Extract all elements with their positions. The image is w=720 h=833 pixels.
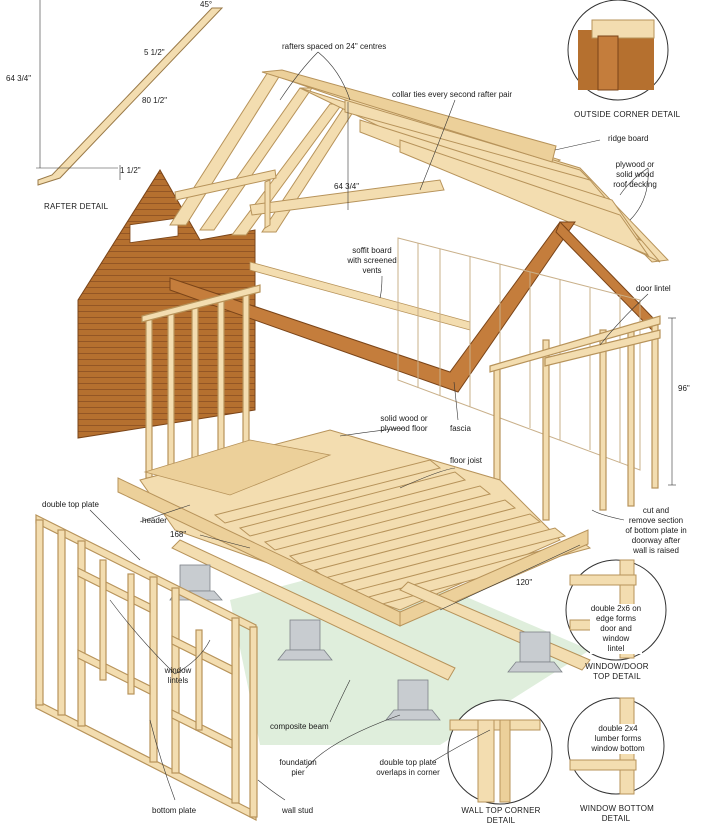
gable-vent-opening [129, 217, 179, 244]
wb-line-1: double 2x4 [598, 724, 638, 733]
cut-remove-label: cut and remove section of bottom plate i… [620, 506, 692, 556]
soffit-line-2: with screened [347, 256, 397, 265]
roof-decking-label: plywood or solid wood roof decking [605, 160, 665, 190]
solid-floor-line-1: solid wood or [380, 414, 428, 423]
window-lintels-line-2: lintels [167, 676, 189, 685]
wd-caption-line-2: TOP DETAIL [593, 672, 641, 681]
rafter-detail-caption: RAFTER DETAIL [44, 202, 109, 211]
width-dim: 120" [516, 578, 533, 587]
cut-line-1: cut and [642, 506, 670, 515]
wall-top-corner-detail [447, 699, 553, 805]
wd-top-line-1: double 2x6 on [590, 604, 642, 613]
bottom-plate-label: bottom plate [152, 806, 197, 815]
wd-top-line-5: lintel [607, 644, 625, 653]
collar-height-dim: 64 3/4" [334, 182, 360, 191]
composite-beam-front [171, 539, 456, 681]
collar-ties-label: collar ties every second rafter pair [392, 90, 513, 99]
composite-beam-label: composite beam [270, 722, 329, 731]
fascia-label: fascia [450, 424, 471, 433]
rafters-spaced-label: rafters spaced on 24" centres [282, 42, 387, 51]
soffit-line-1: soffit board [352, 246, 392, 255]
wall-height-dim: 96" [678, 384, 690, 393]
window-lintels-line-1: window [164, 666, 192, 675]
overlap-line-2: overlaps in corner [376, 768, 440, 777]
wd-top-line-2: edge forms [595, 614, 637, 623]
dimension-lines [199, 102, 676, 611]
overlap-label: double top plate overlaps in corner [370, 758, 446, 778]
door-lintel-label: door lintel [636, 284, 671, 293]
wb-caption-line-2: DETAIL [601, 814, 631, 823]
wtc-caption-line-1: WALL TOP CORNER [461, 806, 541, 815]
plywood-floor-sheet [143, 439, 332, 496]
foundation-line-1: foundation [279, 758, 317, 767]
window-bottom-caption: WINDOW BOTTOM DETAIL [580, 804, 654, 824]
wb-line-3: window bottom [591, 744, 645, 753]
window-lintels-label: window lintels [158, 666, 198, 686]
roof-decking-line-3: roof decking [613, 180, 657, 189]
rafter-length-dim: 80 1/2" [142, 96, 168, 105]
ridge-board-label: ridge board [608, 134, 649, 143]
soffit-line-3: vents [362, 266, 382, 275]
length-dim: 168" [170, 530, 187, 539]
rafter-detail-drawing [36, 0, 224, 186]
foundation-pier-label: foundation pier [270, 758, 326, 778]
cut-line-4: doorway after [631, 536, 681, 545]
fascia-board [169, 221, 576, 393]
double-top-plate-label: double top plate [42, 500, 99, 509]
cut-line-3: of bottom plate in [625, 526, 687, 535]
rafter-seat-dim: 1 1/2" [120, 166, 141, 175]
solid-floor-line-2: plywood floor [380, 424, 428, 433]
overlap-line-1: double top plate [379, 758, 437, 767]
rafter-height-dim: 64 3/4" [6, 74, 32, 83]
outside-corner-caption: OUTSIDE CORNER DETAIL [574, 110, 681, 119]
soffit-label: soffit board with screened vents [342, 246, 402, 276]
wd-top-label: double 2x6 on edge forms door and window… [590, 604, 642, 654]
wall-top-corner-caption: WALL TOP CORNER DETAIL [456, 806, 546, 826]
solid-floor-label: solid wood or plywood floor [372, 414, 436, 434]
wd-top-line-3: door and [600, 624, 632, 633]
left-gable-siding-wall [77, 169, 256, 439]
angle-dim: 45° [200, 0, 213, 9]
ridge-board [261, 69, 557, 163]
wb-line-2: lumber forms [594, 734, 642, 743]
right-wall-frame [489, 315, 661, 529]
roof-decking-line-1: plywood or [615, 160, 655, 169]
cut-line-2: remove section [628, 516, 684, 525]
wd-top-line-4: window [602, 634, 630, 643]
roof-rafters [169, 71, 670, 263]
front-wall-frame [35, 514, 258, 821]
wd-caption-line-1: WINDOW/DOOR [585, 662, 649, 671]
wall-stud-label: wall stud [282, 806, 314, 815]
foundation-line-2: pier [291, 768, 305, 777]
rafter-width-dim: 5 1/2" [144, 48, 165, 57]
header-label: header [142, 516, 167, 525]
wb-caption-line-1: WINDOW BOTTOM [580, 804, 654, 813]
cut-line-5: wall is raised [633, 546, 679, 555]
roof-decking-line-2: solid wood [616, 170, 654, 179]
leader-lines [89, 51, 649, 801]
outside-corner-detail [567, 0, 669, 101]
window-bottom-label: double 2x4 lumber forms window bottom [590, 724, 646, 754]
wtc-caption-line-2: DETAIL [486, 816, 516, 825]
window-door-top-caption: WINDOW/DOOR TOP DETAIL [584, 662, 650, 682]
floor-joist-label: floor joist [450, 456, 483, 465]
